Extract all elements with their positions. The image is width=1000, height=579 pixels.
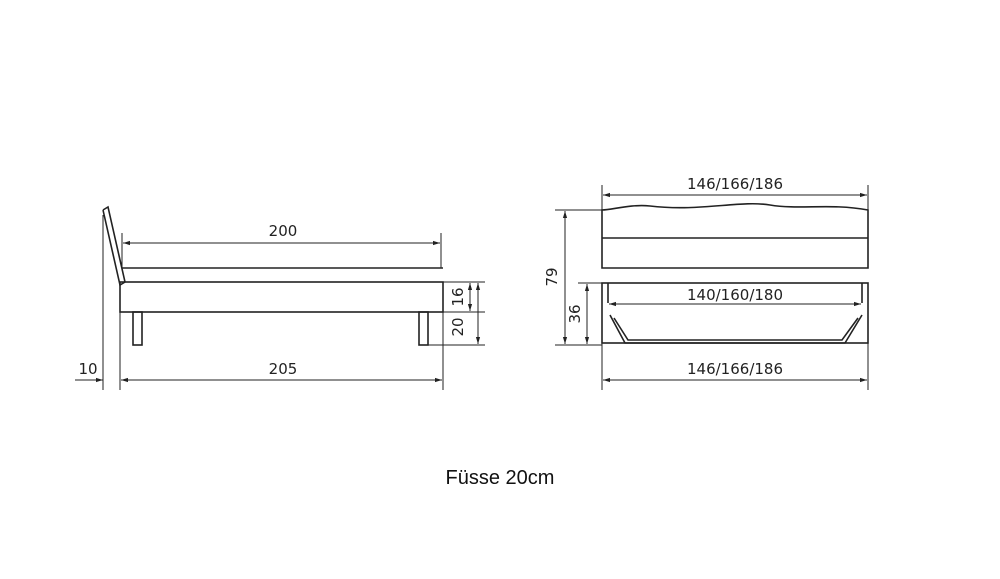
dim-width-top: 146/166/186 xyxy=(687,175,783,193)
dim-frame-height: 16 xyxy=(449,287,467,306)
side-view: 200 205 10 16 20 xyxy=(75,205,485,390)
side-leg-left xyxy=(132,311,143,346)
front-tray xyxy=(609,314,863,344)
dim-length-total: 205 xyxy=(269,360,298,378)
front-mattress xyxy=(601,202,869,269)
dim-headboard-offset: 10 xyxy=(78,360,97,378)
dim-total-height: 79 xyxy=(543,267,561,286)
side-frame xyxy=(119,281,444,313)
dim-base-height: 36 xyxy=(566,304,584,323)
dim-width-inner: 140/160/180 xyxy=(687,286,783,304)
front-view: 146/166/186 140/160/180 146/166/186 79 3… xyxy=(543,175,869,390)
caption: Füsse 20cm xyxy=(445,467,555,489)
front-tray-inner xyxy=(613,317,859,341)
dim-length-top: 200 xyxy=(269,222,298,240)
dim-leg-height: 20 xyxy=(449,317,467,336)
dim-width-bottom: 146/166/186 xyxy=(687,360,783,378)
side-leg-right xyxy=(418,311,429,346)
